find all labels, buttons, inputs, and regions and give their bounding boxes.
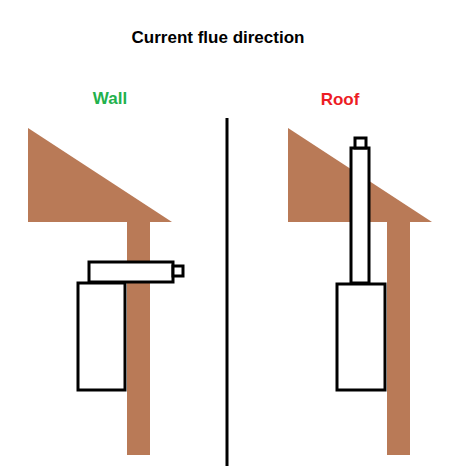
wall-label: Wall <box>93 90 127 107</box>
roof-label: Roof <box>321 91 360 108</box>
roof-shape <box>28 128 172 222</box>
flue-terminal <box>173 266 183 276</box>
divider-line <box>226 118 229 466</box>
flue-pipe <box>351 148 369 283</box>
flue-pipe <box>89 262 173 282</box>
boiler-box <box>78 283 125 390</box>
flue-terminal <box>355 138 366 148</box>
wall-shape <box>387 222 410 455</box>
diagram-title: Current flue direction <box>132 29 305 46</box>
boiler-box <box>337 284 385 390</box>
wall-shape <box>127 222 150 455</box>
